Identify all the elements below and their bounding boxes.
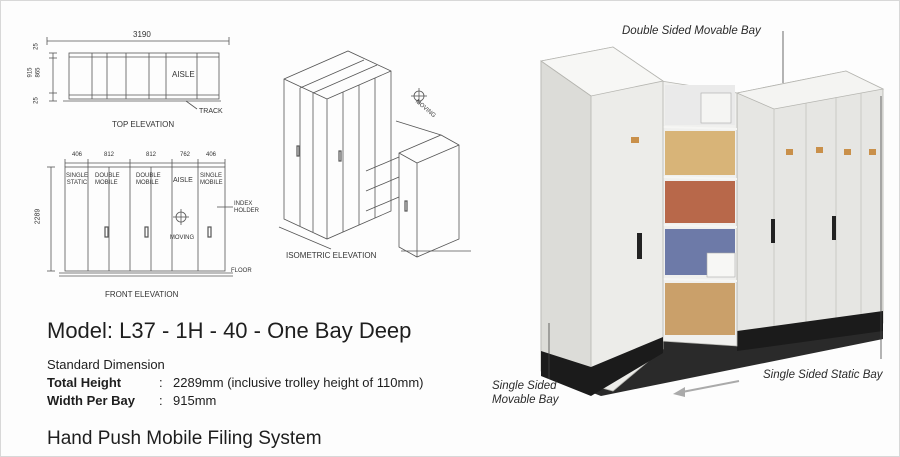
front-width-dim-1: 812 <box>103 152 114 158</box>
spec-colon: : <box>159 375 163 390</box>
front-movable-bay <box>539 46 665 396</box>
spec-row-width-per-bay: Width Per Bay:915mm <box>47 393 216 408</box>
front-width-dim-0: 406 <box>71 152 82 158</box>
front-elevation-label: FRONT ELEVATION <box>105 290 179 299</box>
floor-label: FLOOR <box>231 268 252 274</box>
footer-title: Hand Push Mobile Filing System <box>47 428 322 449</box>
spec-label: Width Per Bay <box>47 393 136 408</box>
spec-value: 915mm <box>173 393 217 408</box>
spec-label: Total Height <box>47 375 122 390</box>
isometric-elevation-label: ISOMETRIC ELEVATION <box>286 251 377 260</box>
moving-icon <box>411 88 427 104</box>
front-bay-label-3: AISLE <box>173 177 193 184</box>
callout-single-sided-static-bay: Single Sided Static Bay <box>763 369 883 381</box>
moving-icon <box>173 209 189 225</box>
front-bay-label-4: SINGLE MOBILE <box>200 173 223 186</box>
spec-value: 2289mm (inclusive trolley height of 110m… <box>173 375 424 390</box>
callout-single-sided-movable-bay: Single Sided Movable Bay <box>492 380 559 406</box>
spec-row-total-height: Total Height:2289mm (inclusive trolley h… <box>47 375 423 390</box>
front-width-dim-2: 812 <box>145 152 156 158</box>
front-width-dim-3: 762 <box>179 152 190 158</box>
right-cabinets <box>735 70 885 351</box>
top-aisle-label: AISLE <box>172 70 195 79</box>
front-bay-label-0: SINGLE STATIC <box>66 173 89 186</box>
top-elevation-label: TOP ELEVATION <box>112 120 175 129</box>
top-track-label: TRACK <box>199 108 223 115</box>
callout-double-sided-movable-bay: Double Sided Movable Bay <box>622 25 761 37</box>
callout-lines <box>548 31 882 379</box>
front-bay-label-2: DOUBLE MOBILE <box>136 173 161 186</box>
isometric-elevation-drawing <box>278 50 471 258</box>
front-moving-label: MOVING <box>169 235 195 241</box>
index-holder-label: INDEX HOLDER <box>234 201 260 214</box>
spec-heading: Standard Dimension <box>47 357 165 372</box>
spec-colon: : <box>159 393 163 408</box>
model-title: Model: L37 - 1H - 40 - One Bay Deep <box>47 318 412 343</box>
open-shelving-bay <box>660 80 738 347</box>
top-width-dim: 3190 <box>133 30 151 39</box>
front-elevation-drawing <box>47 159 233 277</box>
push-direction-arrow <box>673 380 740 397</box>
top-elevation-drawing <box>46 37 230 110</box>
front-width-dim-4: 406 <box>205 152 216 158</box>
front-bay-label-1: DOUBLE MOBILE <box>95 173 120 186</box>
